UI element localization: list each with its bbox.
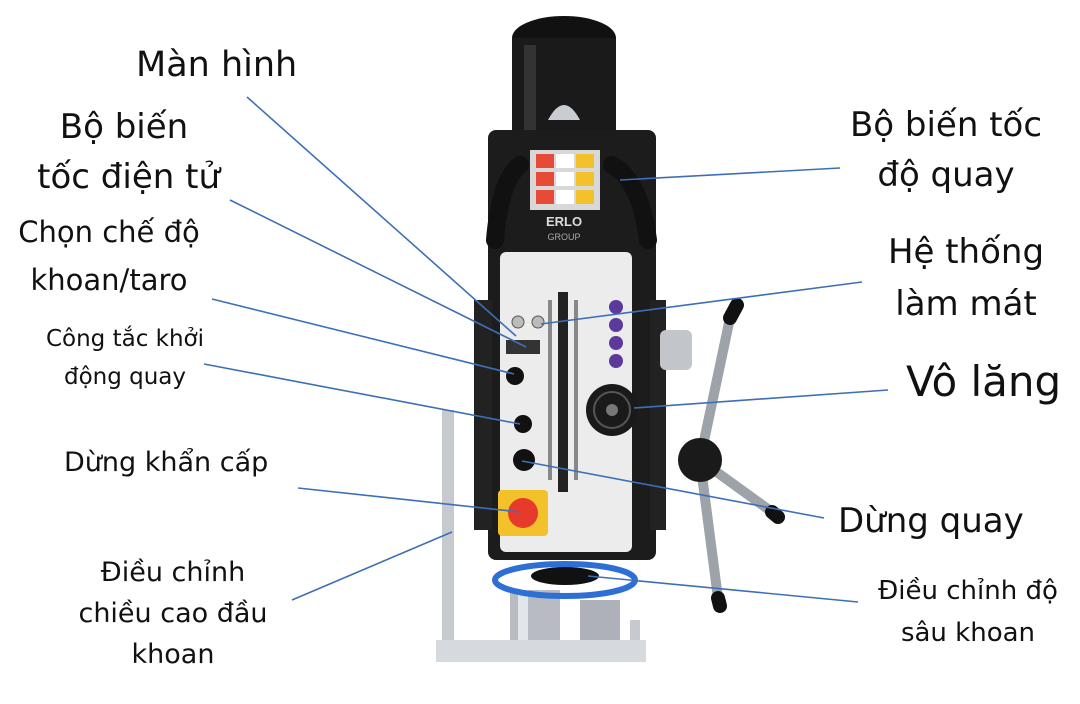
label-line: sâu khoan [900,618,1036,648]
motor [512,16,616,136]
label-line: chiều cao đầu [78,598,268,629]
brand-logo: ERLO [546,214,582,229]
speed-switch-box [530,150,600,210]
label-man-hinh: Màn hình [136,45,298,85]
leader-bien-toc-do-quay [619,167,841,181]
label-cong-tac: Công tắc khởi động quay [20,320,230,396]
label-line: Công tắc khởi [45,326,205,352]
label-line: Điều chỉnh độ [878,576,1058,606]
leader-man-hinh [246,96,517,337]
label-line: tốc điện tử [37,157,220,197]
leader-lines [203,96,889,603]
label-bo-bien-toc-do-quay: Bộ biến tốc độ quay [830,100,1062,200]
label-bo-bien-toc-dien-tu: Bộ biến tốc điện tử [14,102,220,202]
label-dung-khan-cap: Dừng khẩn cấp [64,447,269,478]
label-dieu-chinh-do-sau: Điều chỉnh độ sâu khoan [856,570,1080,654]
leader-vo-lang [633,389,889,409]
label-line: động quay [63,364,187,390]
control-panel [500,252,632,552]
label-dung-quay: Dừng quay [838,501,1024,541]
leader-bien-toc-dien-tu [229,199,527,348]
label-line: Hệ thống [887,232,1045,272]
leader-lam-mat [540,281,863,325]
brand-sub: GROUP [547,232,580,242]
leader-do-sau [587,575,859,603]
label-line: làm mát [895,284,1037,324]
label-line: Bộ biến [59,107,189,147]
label-line: khoan [131,639,215,670]
speed-levers [486,156,657,249]
label-vo-lang: Vô lăng [906,357,1062,406]
handwheel [586,330,692,436]
label-line: độ quay [877,155,1015,195]
feed-levers [678,298,785,613]
label-line: Chọn chế độ [18,215,200,249]
leader-chon-che-do [211,298,515,375]
leader-cong-tac [203,363,521,425]
label-chon-che-do: Chọn chế độ khoan/taro [0,208,218,304]
emergency-stop [498,490,548,536]
leader-dung-khan-cap [297,487,521,513]
label-he-thong-lam-mat: Hệ thống làm mát [866,226,1066,330]
leader-dung-quay [521,460,825,519]
label-dieu-chinh-chieu-cao: Điều chỉnh chiều cao đầu khoan [58,552,288,675]
machine-column [436,410,646,662]
label-line: Điều chỉnh [100,557,246,588]
leader-chieu-cao [291,531,453,601]
label-line: khoan/taro [30,263,188,297]
label-line: Bộ biến tốc [849,105,1043,145]
depth-ring [492,561,638,599]
